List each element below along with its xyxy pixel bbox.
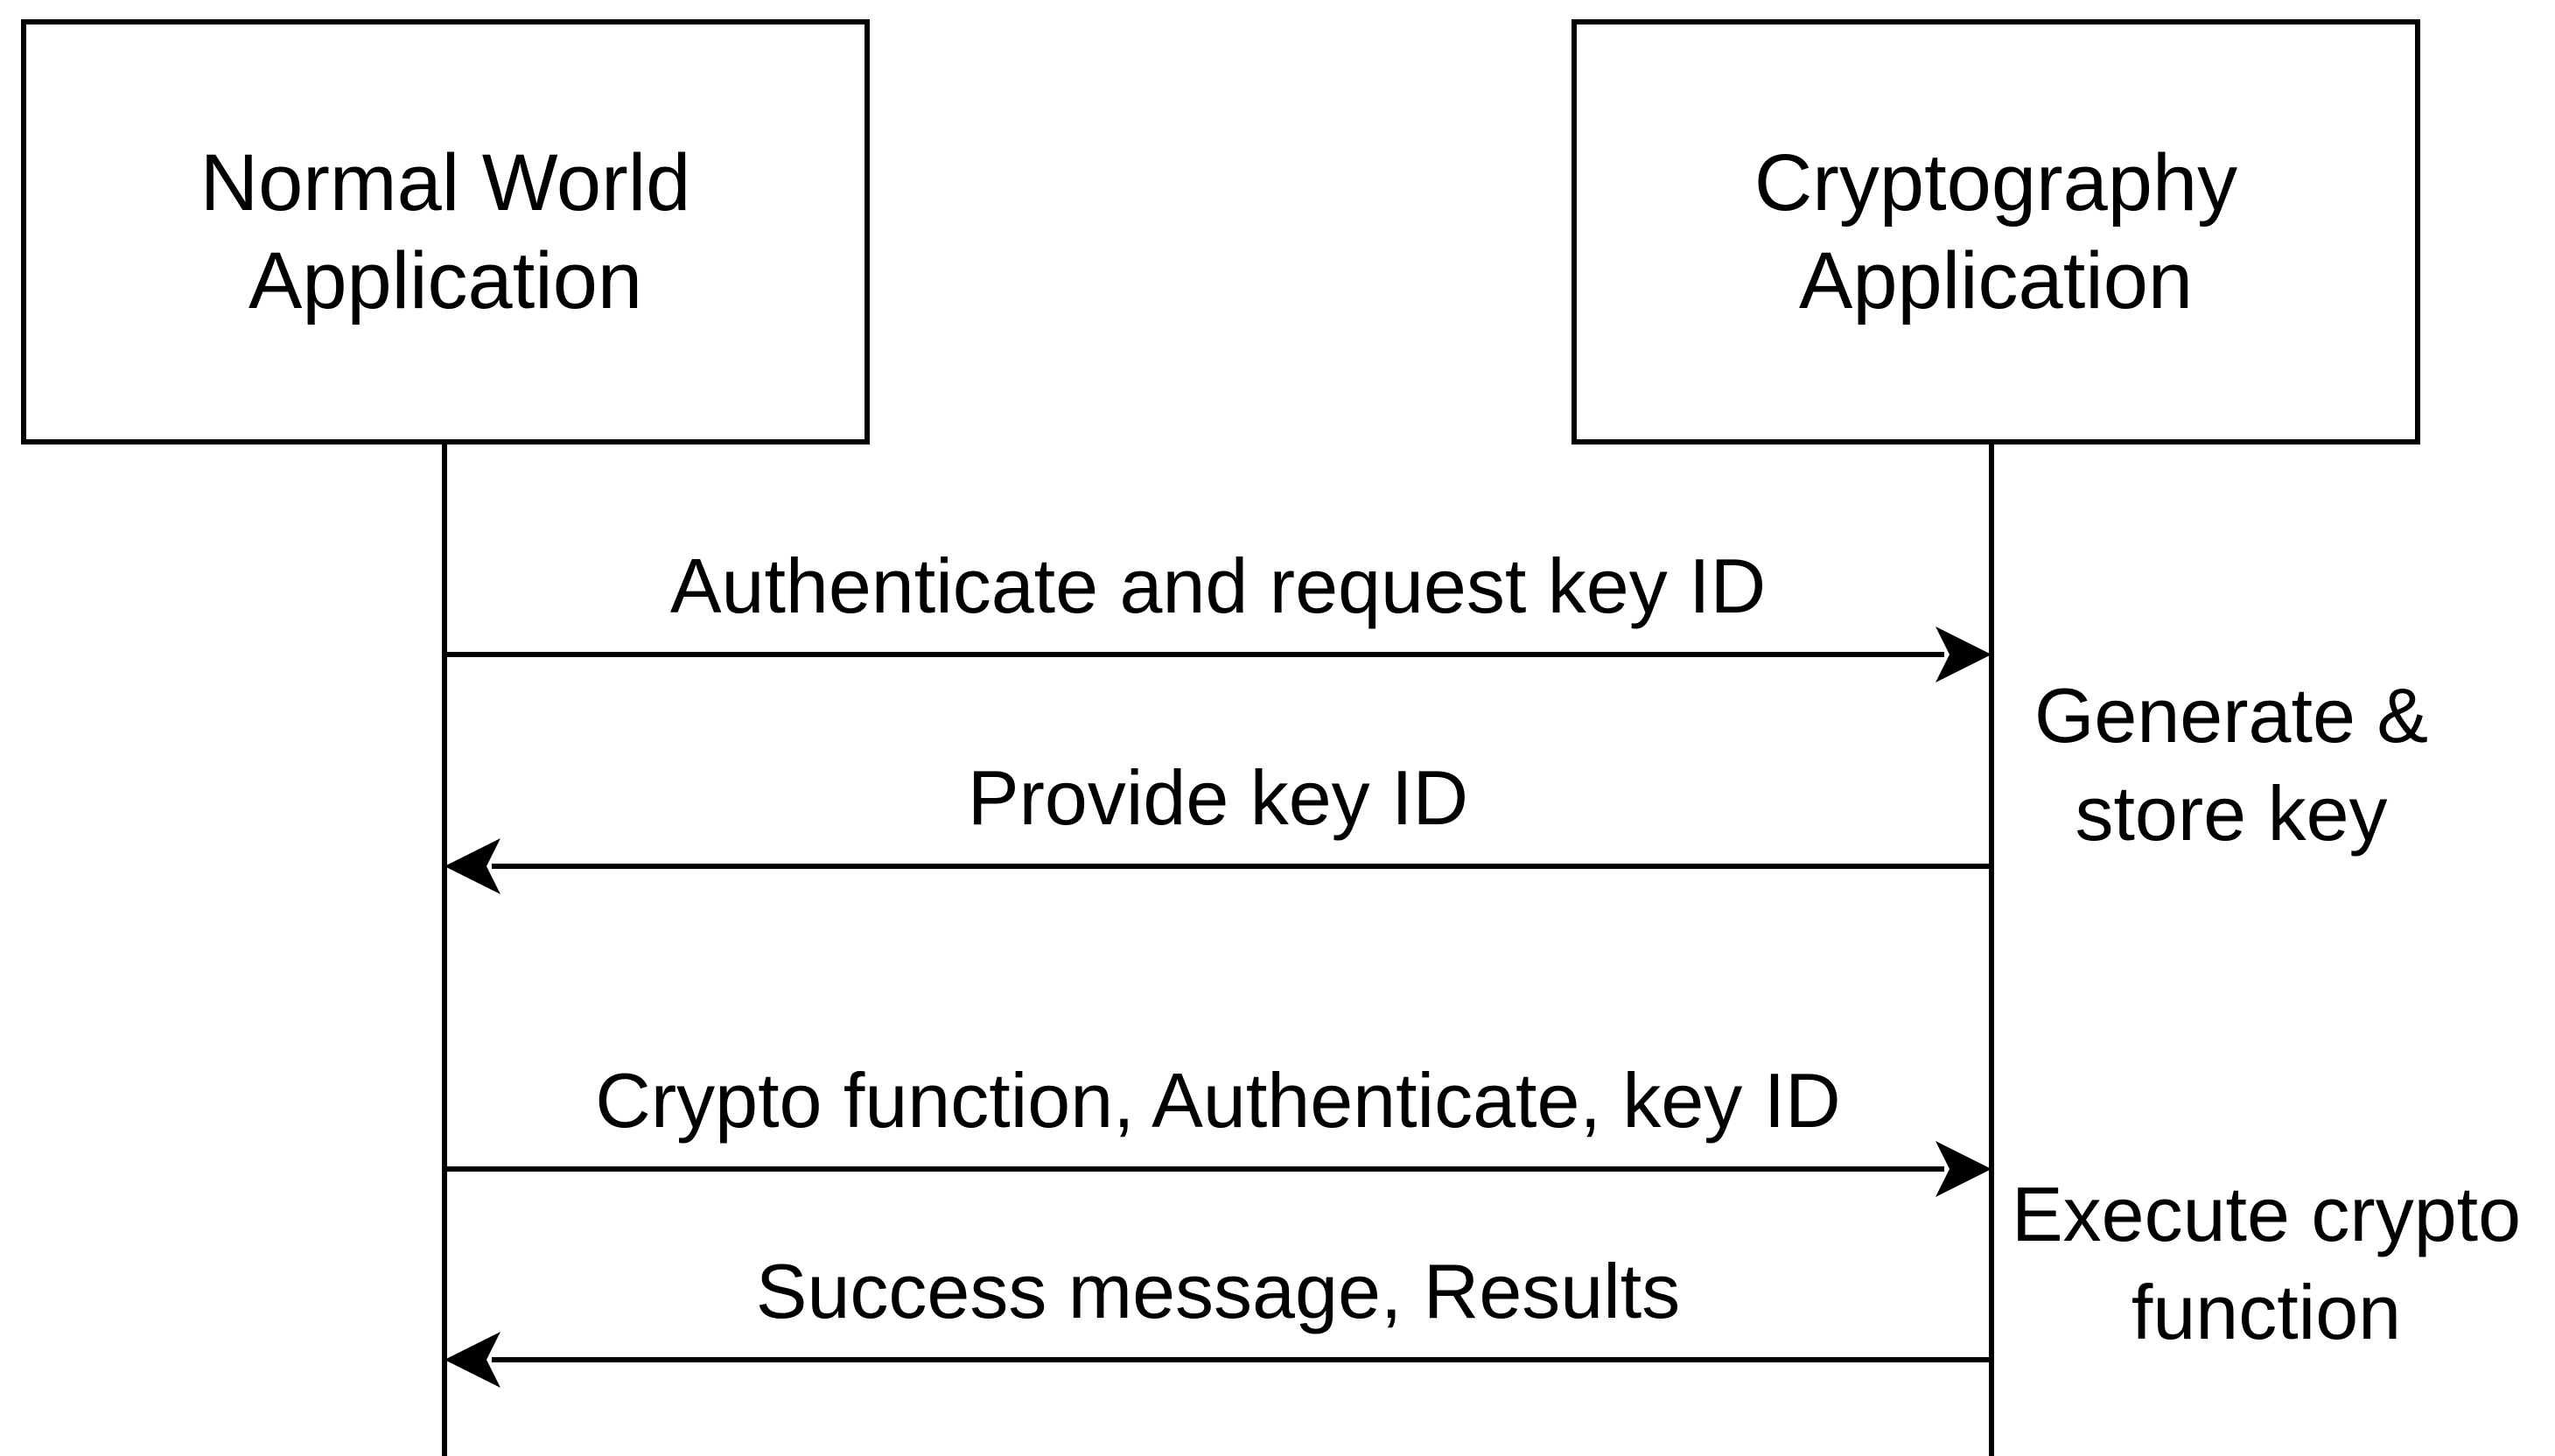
note-line1: Execute crypto [2011,1171,2522,1257]
participant-cryptography-application: Cryptography Application [1572,19,2420,444]
note-line1: Generate & [2034,672,2429,759]
participant-label-line2: Application [1798,236,2194,326]
arrowhead-right-icon [1936,626,1992,682]
arrowhead-left-icon [444,1332,500,1388]
note-line2: function [2131,1269,2402,1355]
note-generate-store-key: Generate & store key [2004,667,2459,863]
note-execute-crypto-function: Execute crypto function [1986,1166,2546,1362]
note-line2: store key [2075,770,2388,857]
arrowhead-left-icon [444,838,500,894]
participant-label-line1: Cryptography [1754,138,2238,228]
message-label-crypto-function: Crypto function, Authenticate, key ID [595,1057,1841,1144]
arrowhead-right-icon [1936,1141,1992,1197]
message-label-authenticate-request: Authenticate and request key ID [669,542,1767,629]
participant-normal-world-application: Normal World Application [21,19,870,444]
participant-label-line2: Application [248,236,643,326]
message-label-success-results: Success message, Results [755,1248,1681,1334]
participant-label-line1: Normal World [200,138,691,228]
message-label-provide-key-id: Provide key ID [967,754,1469,841]
